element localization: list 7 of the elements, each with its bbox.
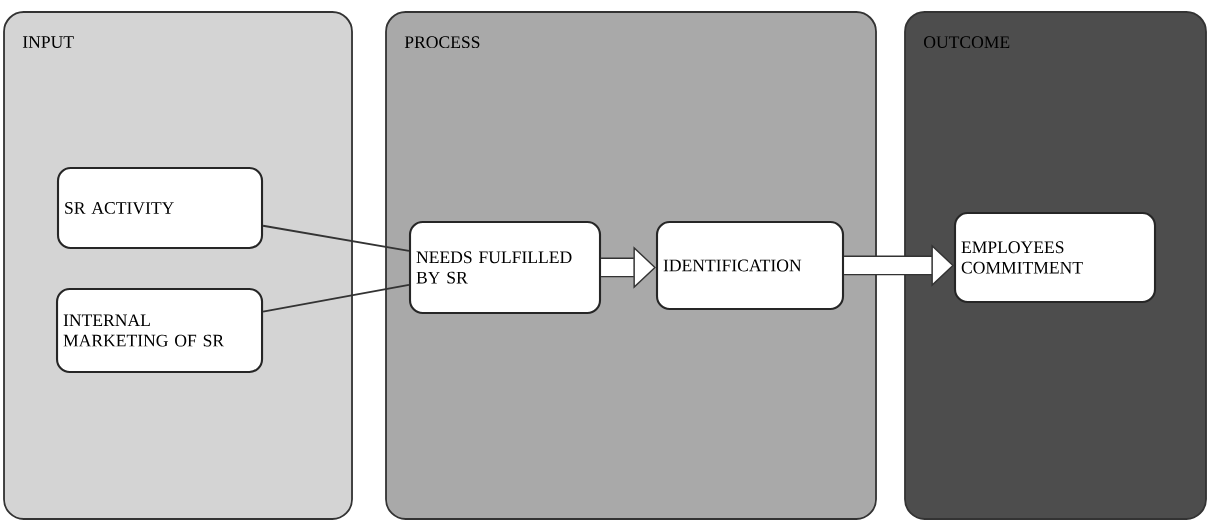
process-box: NEEDS FULFILLED BY SR xyxy=(408,220,602,315)
connector-line xyxy=(262,224,410,252)
connector-line xyxy=(262,284,410,313)
process-box: SR ACTIVITY xyxy=(56,166,264,250)
process-box: INTERNAL MARKETING OF SR xyxy=(56,287,264,374)
process-box: IDENTIFICATION xyxy=(655,220,845,311)
process-box: EMPLOYEES COMMITMENT xyxy=(953,211,1157,304)
